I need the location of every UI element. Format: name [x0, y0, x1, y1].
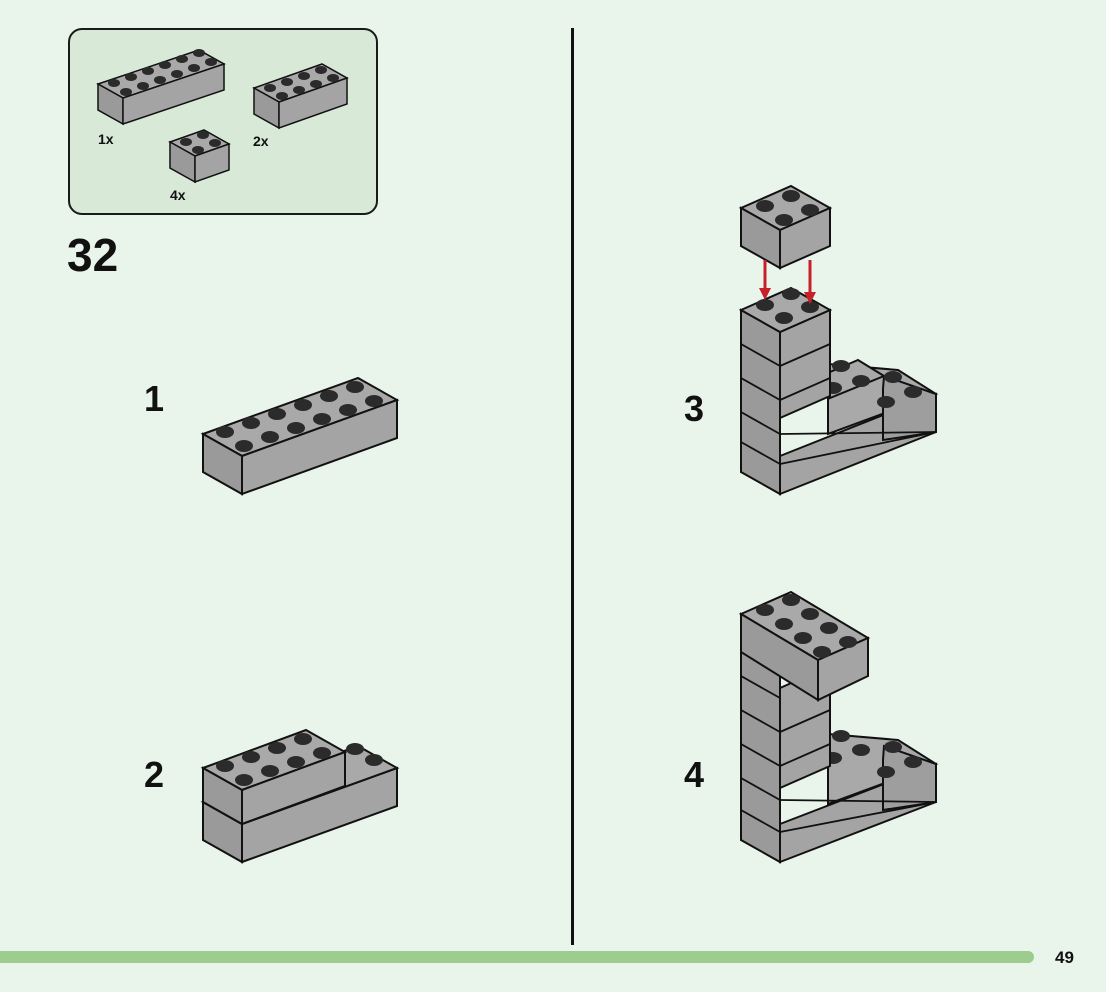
- sub-step-4-label: 4: [684, 754, 705, 795]
- brick-2x6-quantity: 1x: [98, 131, 114, 147]
- step-4-brick-illustration: [738, 590, 939, 864]
- sub-step-3-label: 3: [684, 388, 705, 429]
- placement-arrows: [759, 260, 816, 304]
- step-2-brick-illustration: [200, 728, 400, 864]
- brick-2x4-part-icon: [252, 63, 349, 130]
- brick-2x4-quantity: 2x: [253, 133, 269, 149]
- step-number: 32: [67, 229, 119, 281]
- brick-2x2-part-icon: [168, 129, 231, 184]
- sub-step-2-label: 2: [144, 754, 165, 795]
- page-number: 49: [1055, 948, 1074, 967]
- step-1-brick-illustration: [200, 376, 400, 496]
- brick-2x2-quantity: 4x: [170, 187, 186, 203]
- step-3-brick-illustration: [738, 184, 939, 496]
- footer-bar: [0, 951, 1034, 963]
- brick-2x6-part-icon: [96, 49, 226, 126]
- sub-step-1-label: 1: [144, 378, 165, 419]
- column-divider: [571, 28, 574, 945]
